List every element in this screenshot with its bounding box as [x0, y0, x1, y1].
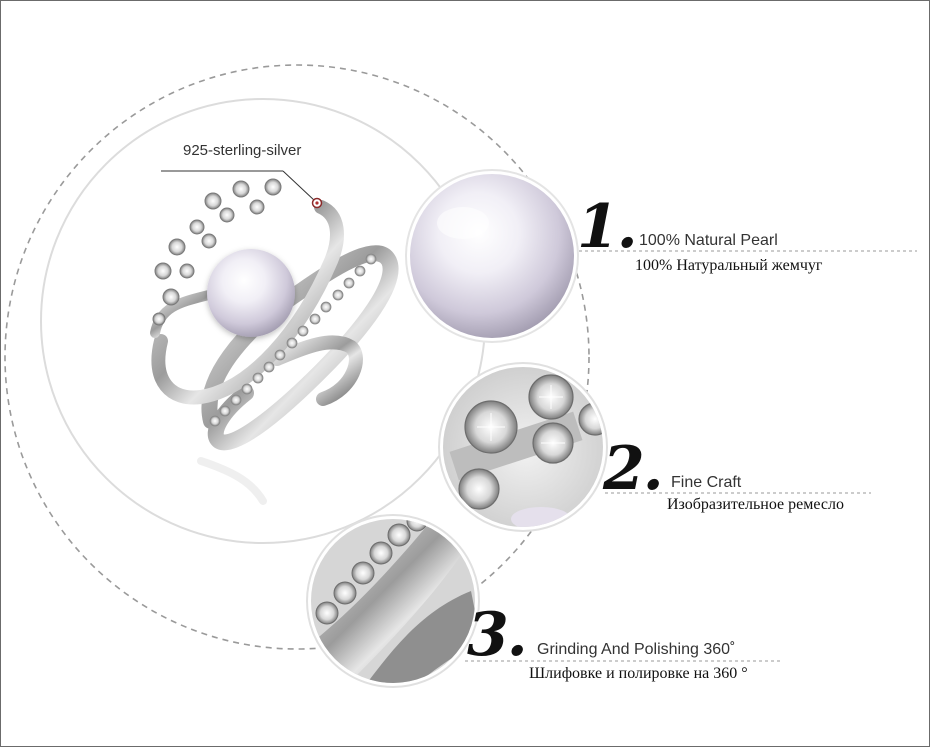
ring-product: [150, 178, 399, 505]
feature-number-1: 1.: [577, 192, 638, 262]
feature-title-ru-2: Изобразительное ремесло: [667, 496, 844, 513]
feature-title-ru-1: 100% Натуральный жемчуг: [635, 257, 823, 274]
feature-title-en-1: 100% Natural Pearl: [639, 232, 778, 249]
material-callout: 925-sterling-silver: [183, 142, 302, 159]
polishing-closeup: [306, 514, 480, 688]
feature-title-ru-3: Шлифовке и полировке на 360 °: [529, 665, 748, 682]
dashed-ring: [4, 64, 590, 650]
craft-closeup: [438, 362, 608, 532]
feature-title-en-3: Grinding And Polishing 360˚: [537, 641, 736, 658]
feature-title-en-2: Fine Craft: [671, 474, 742, 491]
pearl-closeup: [410, 174, 574, 338]
feature-number-2: 2.: [603, 434, 664, 504]
feature-number-3: 3.: [467, 600, 528, 670]
